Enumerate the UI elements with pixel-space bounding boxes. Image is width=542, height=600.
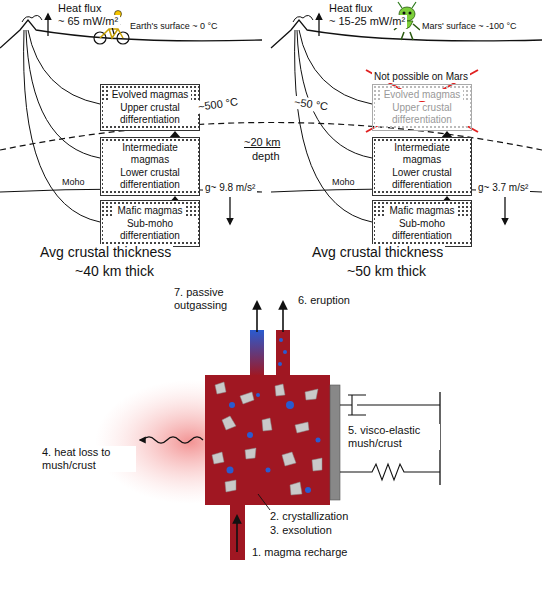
differentiation-zone: Sub-moho differentiation bbox=[103, 218, 197, 242]
text-label: ~40 km thick bbox=[73, 263, 156, 280]
text-label: Heat flux bbox=[327, 2, 374, 15]
magma-type: Intermediate magmas bbox=[375, 142, 469, 166]
magma-type: Evolved magmas bbox=[109, 89, 192, 101]
crust-layer-band: Intermediate magmasLower crustal differe… bbox=[372, 137, 472, 196]
text-label: Mars' surface ~ -100 °C bbox=[420, 20, 519, 33]
crust-layer-band: Intermediate magmasLower crustal differe… bbox=[100, 137, 200, 196]
text-label: 4. heat loss to mush/crust bbox=[40, 446, 136, 472]
magma-type: Evolved magmas bbox=[381, 89, 464, 101]
crust-layer-band: Mafic magmasSub-moho differentiation bbox=[372, 200, 472, 247]
text-label: g~ 9.8 m/s² bbox=[203, 181, 257, 194]
text-label: ~500 °C bbox=[195, 95, 241, 114]
text-label: 6. eruption bbox=[296, 294, 352, 307]
differentiation-zone: Upper crustal differentiation bbox=[103, 102, 197, 126]
crust-layer-band: Mafic magmasSub-moho differentiation bbox=[100, 200, 200, 247]
differentiation-zone: Sub-moho differentiation bbox=[375, 218, 469, 242]
text-label: Not possible on Mars bbox=[372, 70, 470, 83]
text-label: Avg crustal thickness bbox=[38, 244, 173, 261]
differentiation-zone: Lower crustal differentiation bbox=[103, 167, 197, 191]
text-label: Moho bbox=[60, 176, 87, 189]
text-label: ~ 65 mW/m² bbox=[56, 15, 120, 28]
magma-type: Mafic magmas bbox=[114, 205, 185, 217]
text-label: ~50 °C bbox=[291, 95, 331, 113]
text-label: 5. visco-elastic mush/crust bbox=[346, 424, 440, 450]
text-label: ~20 km bbox=[242, 136, 282, 149]
text-label: 2. crystallization bbox=[268, 510, 350, 523]
text-label: 1. magma recharge bbox=[250, 546, 349, 559]
text-label: ~ 15-25 mW/m² bbox=[327, 15, 407, 28]
text-label: Avg crustal thickness bbox=[310, 244, 445, 261]
text-label: Earth's surface ~ 0 °C bbox=[128, 20, 220, 33]
text-label: 7. passive outgassing bbox=[172, 286, 252, 312]
differentiation-zone: Lower crustal differentiation bbox=[375, 167, 469, 191]
magma-type: Mafic magmas bbox=[386, 205, 457, 217]
crust-layer-band: Evolved magmasUpper crustal differentiat… bbox=[100, 84, 200, 131]
crust-layer-band: Evolved magmasUpper crustal differentiat… bbox=[372, 84, 472, 131]
text-label: g~ 3.7 m/s² bbox=[476, 181, 530, 194]
text-label: 3. exsolution bbox=[268, 524, 334, 537]
text-label: Heat flux bbox=[56, 2, 103, 15]
magma-type: Intermediate magmas bbox=[103, 142, 197, 166]
text-label: depth bbox=[250, 150, 282, 163]
text-label: ~50 km thick bbox=[345, 263, 428, 280]
differentiation-zone: Upper crustal differentiation bbox=[375, 102, 469, 126]
text-label: Moho bbox=[330, 176, 357, 189]
